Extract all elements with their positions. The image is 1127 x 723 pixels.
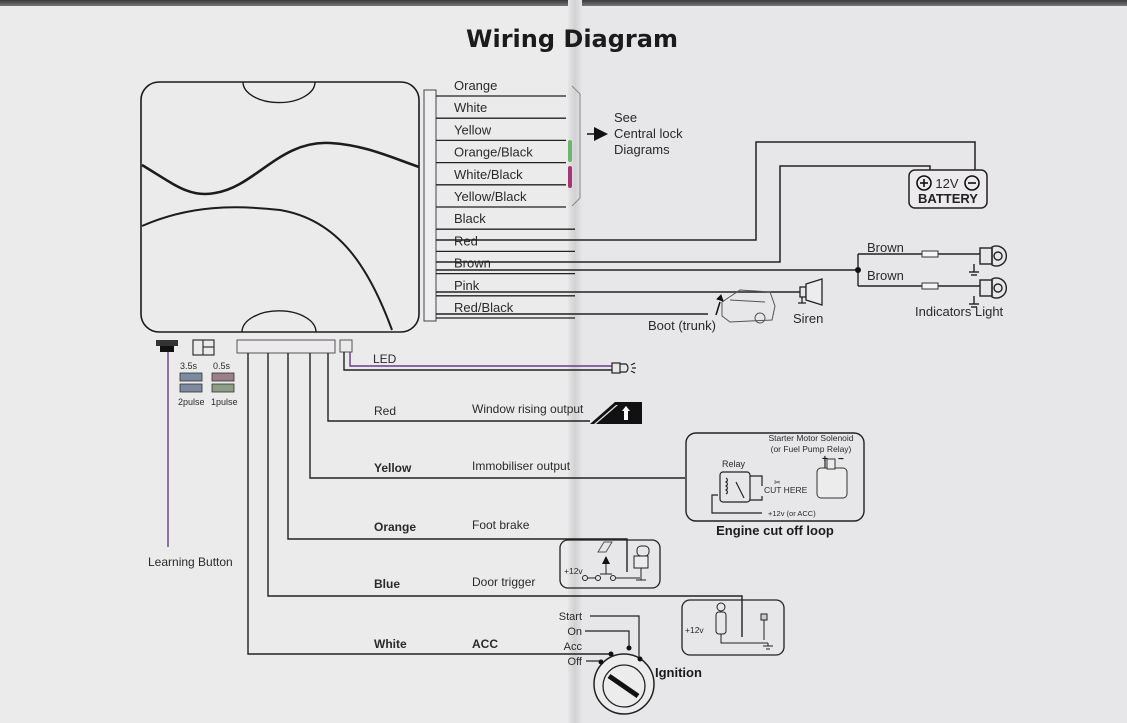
unit-notch-bottom bbox=[241, 310, 317, 333]
led-label: LED bbox=[373, 352, 397, 366]
harness-wires: OrangeWhiteYellowOrange/BlackWhite/Black… bbox=[436, 78, 575, 319]
harness-wire-label: Black bbox=[454, 211, 486, 226]
harness-wire-label: White bbox=[454, 100, 487, 115]
ignition-start: Start bbox=[559, 611, 582, 623]
jumper-pulse-1: 2pulse bbox=[178, 397, 205, 407]
central-lock-note-line3: Diagrams bbox=[614, 142, 670, 157]
output-function: ACC bbox=[472, 637, 498, 651]
battery: 12V BATTERY bbox=[908, 169, 988, 209]
central-lock-bracket bbox=[568, 85, 608, 207]
output-function: Foot brake bbox=[472, 518, 530, 532]
indicator-wire-label-2: Brown bbox=[867, 268, 904, 283]
right-page bbox=[582, 6, 1127, 723]
ignition-key-icon bbox=[607, 673, 640, 699]
window-rising-icon bbox=[590, 402, 642, 424]
battery-minus-icon bbox=[964, 175, 980, 191]
solenoid-label-1: Starter Motor Solenoid bbox=[768, 433, 853, 443]
indicator-bulb-1 bbox=[969, 245, 1008, 276]
engine-supply-label: +12v (or ACC) bbox=[768, 509, 816, 518]
ignition-acc: Acc bbox=[564, 641, 583, 653]
output-function: Immobiliser output bbox=[472, 459, 571, 473]
harness-wire-label: Yellow bbox=[454, 122, 492, 137]
siren-icon bbox=[798, 278, 823, 306]
learning-button-icon bbox=[156, 340, 178, 547]
ignition-off: Off bbox=[568, 656, 583, 668]
battery-wires bbox=[436, 141, 976, 263]
led-connector bbox=[339, 339, 353, 353]
siren-label: Siren bbox=[793, 311, 823, 326]
cut-here-label: CUT HERE bbox=[764, 485, 808, 495]
output-wire-color: Yellow bbox=[374, 461, 412, 475]
output-function: Window rising output bbox=[472, 402, 584, 416]
jumper-time-1: 3.5s bbox=[180, 361, 198, 371]
junction-dot bbox=[855, 267, 861, 273]
output-wire-color: White bbox=[374, 637, 407, 651]
ignition-switch bbox=[585, 615, 655, 715]
ignition-label: Ignition bbox=[655, 665, 702, 680]
relay-label: Relay bbox=[722, 459, 746, 469]
central-lock-note-line1: See bbox=[614, 110, 637, 125]
control-unit-body bbox=[140, 81, 420, 333]
harness-wire-label: White/Black bbox=[454, 167, 523, 182]
diagram-title: Wiring Diagram bbox=[466, 25, 678, 53]
boot-label: Boot (trunk) bbox=[648, 318, 716, 333]
harness-wire-label: Pink bbox=[454, 278, 480, 293]
battery-voltage: 12V bbox=[935, 176, 958, 191]
diode-icon bbox=[921, 282, 939, 290]
engine-cut-title: Engine cut off loop bbox=[716, 523, 834, 538]
battery-plus-icon bbox=[916, 175, 932, 191]
ignition-on: On bbox=[567, 626, 582, 638]
unit-curve-2 bbox=[141, 206, 393, 331]
jumper-block-icon bbox=[192, 339, 215, 356]
central-lock-note-line2: Central lock bbox=[614, 126, 683, 141]
learning-button-label: Learning Button bbox=[148, 555, 233, 569]
harness-wire-label: Brown bbox=[454, 256, 491, 271]
jumper-pulse-2: 1pulse bbox=[211, 397, 238, 407]
unit-notch-top bbox=[242, 81, 316, 104]
harness-wire-label: Orange/Black bbox=[454, 145, 533, 160]
jumper-setting-icons bbox=[179, 372, 235, 393]
led-icon bbox=[611, 362, 636, 374]
indicators-light-label: Indicators Light bbox=[915, 304, 1004, 319]
door-supply-label: +12v bbox=[685, 625, 704, 635]
car-boot-icon bbox=[715, 289, 776, 324]
relay-icon bbox=[719, 471, 751, 503]
arrow-right-icon bbox=[594, 127, 608, 141]
harness-wire-label: Orange bbox=[454, 78, 497, 93]
foot-brake-supply-label: +12v bbox=[564, 566, 583, 576]
output-wire-color: Red bbox=[374, 404, 396, 418]
indicator-wiring bbox=[436, 253, 980, 287]
battery-label: BATTERY bbox=[918, 191, 978, 206]
output-function: Door trigger bbox=[472, 575, 535, 589]
foot-brake-box: +12v bbox=[559, 539, 661, 589]
harness-wire-label: Red bbox=[454, 233, 478, 248]
battery-body bbox=[908, 169, 988, 209]
diode-icon bbox=[921, 250, 939, 258]
solenoid-minus: − bbox=[838, 454, 844, 465]
output-connector bbox=[236, 339, 336, 354]
harness-wire-label: Yellow/Black bbox=[454, 189, 527, 204]
output-wire-color: Orange bbox=[374, 520, 416, 534]
scissors-icon: ✂ bbox=[774, 478, 781, 487]
engine-cut-loop-box: Starter Motor Solenoid (or Fuel Pump Rel… bbox=[685, 432, 865, 538]
indicator-bulb-2 bbox=[969, 277, 1008, 308]
solenoid-label-2: (or Fuel Pump Relay) bbox=[771, 444, 852, 454]
page-top-edge bbox=[0, 0, 1127, 6]
harness-wire-label: Red/Black bbox=[454, 300, 514, 315]
brake-pedal-icon bbox=[602, 556, 610, 564]
door-trigger-box: +12v bbox=[681, 599, 785, 656]
jumper-time-2: 0.5s bbox=[213, 361, 231, 371]
unit-curve-1 bbox=[141, 141, 420, 196]
harness-connector bbox=[423, 89, 437, 322]
solenoid-plus: + bbox=[822, 454, 828, 465]
indicator-wire-label-1: Brown bbox=[867, 240, 904, 255]
output-wire-color: Blue bbox=[374, 577, 400, 591]
output-wires bbox=[247, 353, 743, 655]
control-unit bbox=[140, 81, 420, 333]
solenoid-icon bbox=[816, 458, 848, 499]
